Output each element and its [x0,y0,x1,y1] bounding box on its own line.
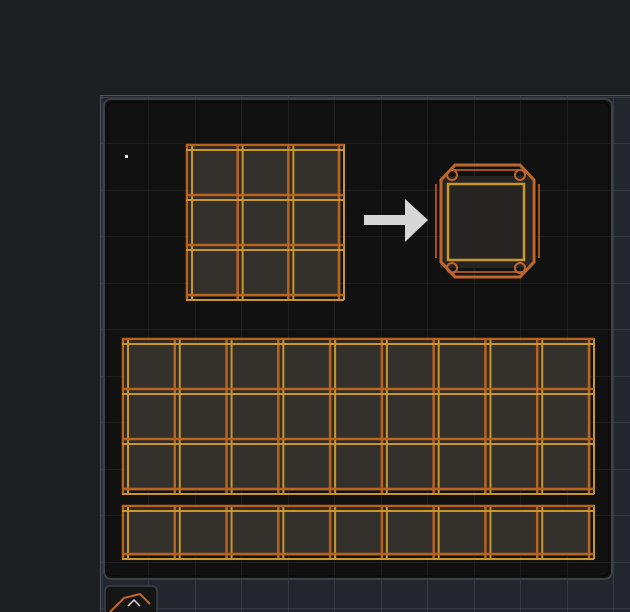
tile-thumbnail-icon[interactable] [104,585,158,612]
tile-cell[interactable] [335,511,381,553]
tile-cell[interactable] [231,394,278,438]
tile-cell[interactable] [231,511,278,553]
tile-cell[interactable] [179,394,226,438]
tile-cell[interactable] [335,394,381,438]
source-tileset[interactable] [185,143,345,301]
tile-cell[interactable] [542,344,588,388]
tile-cell[interactable] [386,344,433,388]
tile-cell[interactable] [490,344,537,388]
tile-cell[interactable] [242,150,288,194]
tile-cell[interactable] [490,511,537,553]
tile-cell[interactable] [386,444,433,488]
tile-cell[interactable] [293,150,338,194]
tile-strip-bottom[interactable] [121,504,595,560]
tile-cell[interactable] [335,444,381,488]
tile-cell[interactable] [179,511,226,553]
tile-cell[interactable] [128,444,174,488]
ornate-frame-icon[interactable] [435,163,540,279]
tile-cell[interactable] [231,444,278,488]
tile-cell[interactable] [542,511,588,553]
tile-cell[interactable] [386,511,433,553]
tile-cell[interactable] [242,200,288,244]
tile-cell[interactable] [386,394,433,438]
tile-cell[interactable] [242,250,288,294]
origin-marker [125,155,128,158]
tile-cell[interactable] [192,150,237,194]
tile-cell[interactable] [128,511,174,553]
tile-cell[interactable] [231,344,278,388]
tile-strip-main[interactable] [121,337,595,495]
tile-cell[interactable] [490,444,537,488]
tile-cell[interactable] [293,250,338,294]
right-arrow-icon [364,199,428,242]
tile-cell[interactable] [438,511,485,553]
tile-cell[interactable] [490,394,537,438]
tile-cell[interactable] [192,200,237,244]
tile-cell[interactable] [438,344,485,388]
tile-cell[interactable] [128,344,174,388]
tile-cell[interactable] [179,444,226,488]
tile-cell[interactable] [542,394,588,438]
tile-cell[interactable] [438,394,485,438]
tile-cell[interactable] [179,344,226,388]
tile-cell[interactable] [283,511,330,553]
tile-cell[interactable] [283,344,330,388]
tile-cell[interactable] [293,200,338,244]
tile-cell[interactable] [438,444,485,488]
tile-cell[interactable] [283,444,330,488]
tile-cell[interactable] [192,250,237,294]
tile-cell[interactable] [283,394,330,438]
tile-cell[interactable] [335,344,381,388]
tile-cell[interactable] [128,394,174,438]
tile-cell[interactable] [542,444,588,488]
